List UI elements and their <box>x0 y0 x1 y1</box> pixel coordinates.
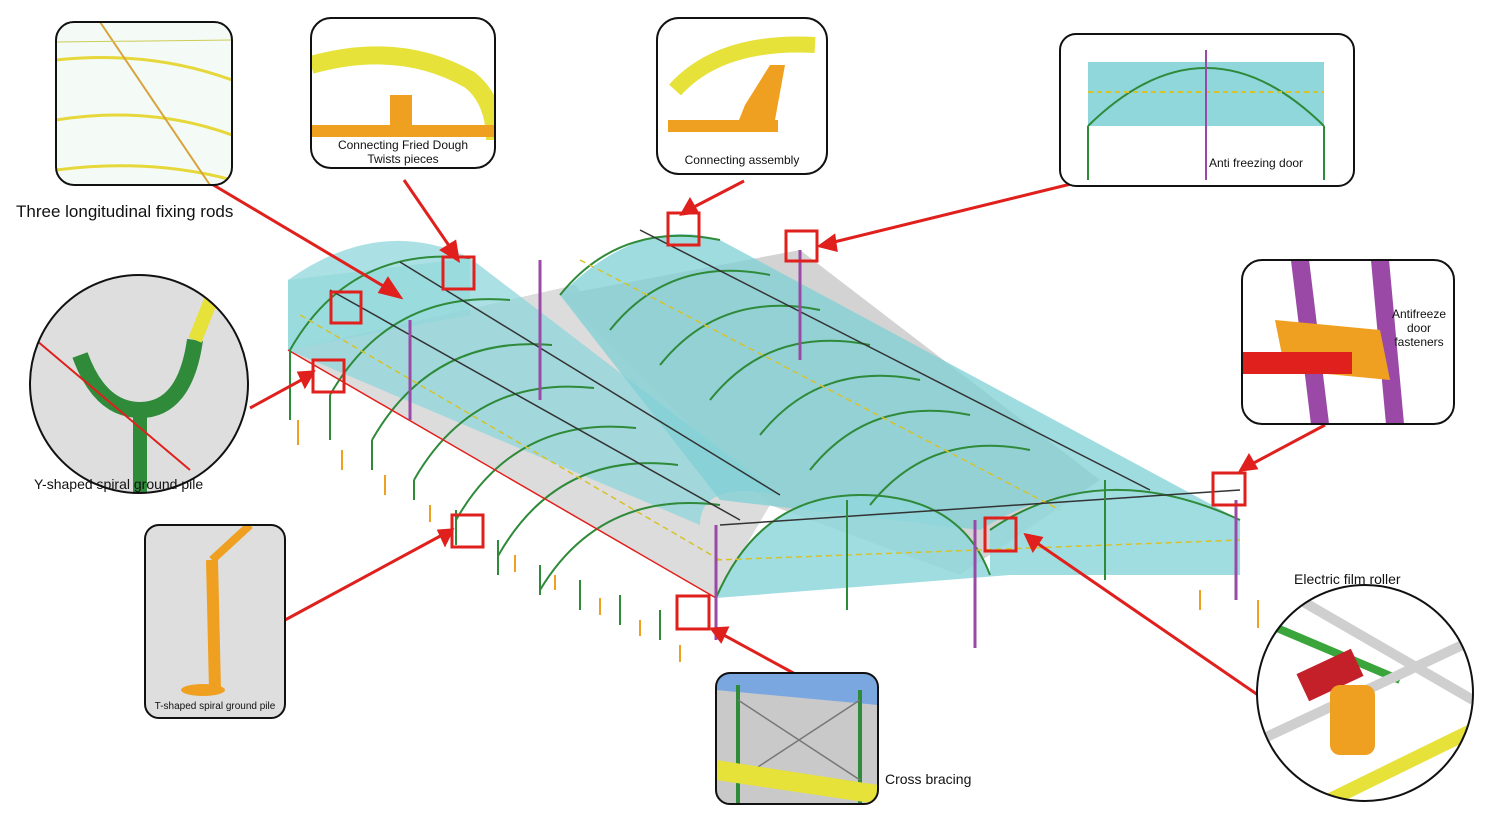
box-rods <box>329 290 363 325</box>
label-fasteners: Antifreeze door fasteners <box>1384 307 1454 349</box>
label-twists-line1: Connecting Fried Dough <box>337 138 469 152</box>
inset-y-pile <box>29 274 249 494</box>
box-y-pile <box>311 358 346 394</box>
box-roller <box>983 516 1018 553</box>
greenhouse-structure <box>204 178 1326 697</box>
label-three-rods: Three longitudinal fixing rods <box>16 202 234 221</box>
box-door <box>784 229 819 263</box>
posts-orange <box>297 420 1259 662</box>
label-twists: Connecting Fried Dough Twists pieces <box>312 138 494 166</box>
inset-twists <box>310 17 496 169</box>
label-y-pile: Y-shaped spiral ground pile <box>34 476 204 492</box>
label-anti-door: Anti freezing door <box>1209 156 1304 170</box>
label-film-roller: Electric film roller <box>1294 571 1401 587</box>
callout-boxes <box>311 211 1247 631</box>
inset-assembly <box>656 17 828 175</box>
posts-green <box>289 350 1106 640</box>
label-fasteners-line2: door <box>1406 321 1432 335</box>
arches-right <box>559 234 1241 531</box>
label-fasteners-line1: Antifreeze <box>1391 307 1447 321</box>
label-cross-bracing: Cross bracing <box>885 771 972 787</box>
box-cross <box>675 594 711 631</box>
side-wall-left <box>288 258 470 350</box>
label-twists-line2: Twists pieces <box>367 152 439 166</box>
film-right-roof <box>560 234 1240 531</box>
box-fasteners <box>1211 471 1247 507</box>
inset-cross <box>715 672 879 805</box>
inset-roller <box>1256 584 1474 802</box>
arches-left <box>289 255 991 599</box>
inset-rods <box>55 21 233 186</box>
inset-fasteners <box>1241 259 1455 425</box>
inset-t-pile <box>144 524 286 719</box>
inset-door <box>1059 33 1355 187</box>
label-assembly: Connecting assembly <box>684 153 800 167</box>
longitudinal-rods <box>287 229 1241 599</box>
label-fasteners-line3: fasteners <box>1394 335 1444 349</box>
label-t-pile: T-shaped spiral ground pile <box>154 701 276 712</box>
callout-arrows <box>204 178 1326 697</box>
posts-purple <box>408 250 1238 648</box>
